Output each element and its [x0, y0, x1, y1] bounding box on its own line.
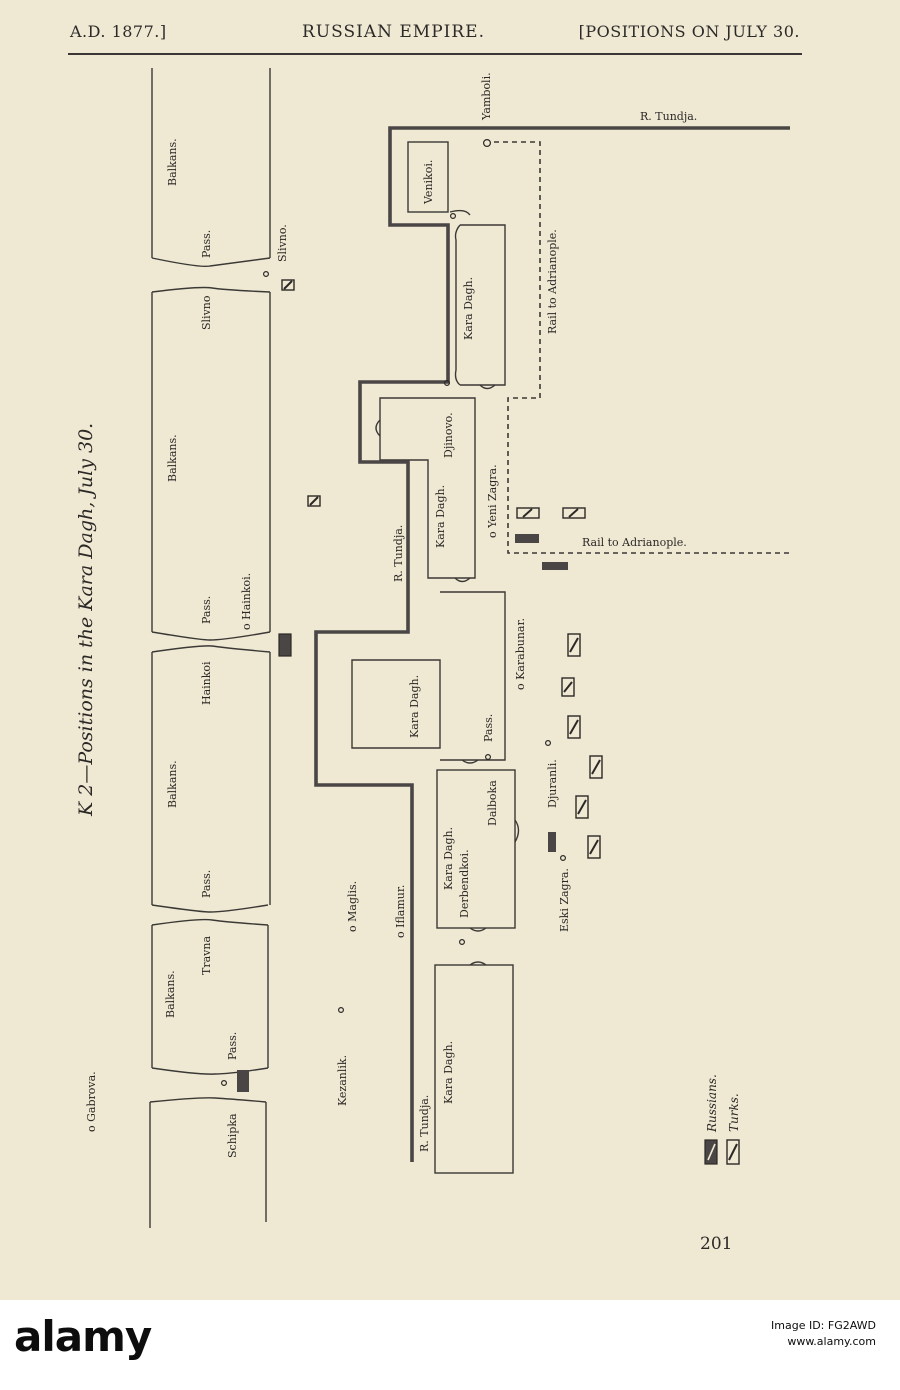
- label-kara-dagh-5: Kara Dagh.: [462, 277, 475, 340]
- label-pass-dalboka: Pass.: [482, 714, 495, 742]
- watermark-bar: alamy Image ID: FG2AWD www.alamy.com: [0, 1300, 900, 1390]
- label-tundja-top: R. Tundja.: [640, 110, 697, 123]
- watermark-info: Image ID: FG2AWD www.alamy.com: [771, 1318, 876, 1350]
- map-page: A.D. 1877.] RUSSIAN EMPIRE. [POSITIONS O…: [0, 0, 900, 1300]
- turk-marker-5: [575, 795, 589, 819]
- russian-marker-schipka: [237, 1070, 249, 1092]
- town-dots: [221, 139, 566, 1086]
- force-markers: [237, 279, 603, 1092]
- label-hainkoi-town: o Hainkoi.: [240, 573, 253, 630]
- turk-marker-yeni-2: [562, 507, 586, 519]
- russian-marker-rail: [542, 562, 568, 570]
- label-pass-schipka: Pass.: [226, 1032, 239, 1060]
- label-tundja-mid: R. Tundja.: [392, 525, 405, 582]
- label-rail-vertical: Rail to Adrianople.: [546, 229, 559, 334]
- legend: Russians. Turks.: [704, 1074, 741, 1165]
- turk-marker-karabunar: [567, 633, 581, 657]
- label-kara-dagh-2: Kara Dagh.: [442, 827, 455, 890]
- turk-marker-1: [307, 495, 321, 507]
- label-tundja-bottom: R. Tundja.: [418, 1095, 431, 1152]
- label-venikoi: Venikoi.: [422, 160, 435, 205]
- legend-turks-label: Turks.: [727, 1093, 741, 1132]
- kara-dagh-range: [351, 141, 516, 1174]
- label-pass-slivno: Pass.: [200, 230, 213, 258]
- rail-line: [494, 141, 790, 554]
- map-title: K 2—Positions in the Kara Dagh, July 30.: [75, 423, 97, 817]
- river-tundja: [314, 126, 790, 1162]
- label-karabunar: o Karabunar.: [514, 618, 527, 690]
- label-yamboli: Yamboli.: [480, 72, 493, 121]
- range-braces: [375, 209, 520, 966]
- russian-marker-yeni: [515, 534, 539, 543]
- turk-marker-3: [567, 715, 581, 739]
- label-kara-dagh-4: Kara Dagh.: [434, 485, 447, 548]
- header-rule: [68, 53, 802, 55]
- label-kara-dagh-1: Kara Dagh.: [442, 1041, 455, 1104]
- label-hainkoi-pass: Hainkoi: [200, 661, 213, 705]
- label-balkans-4: Balkans.: [166, 138, 179, 186]
- label-eski-zagra: Eski Zagra.: [558, 868, 571, 932]
- label-kara-dagh-3: Kara Dagh.: [408, 675, 421, 738]
- turk-marker-2: [561, 677, 575, 697]
- header-section: [POSITIONS ON JULY 30.: [578, 22, 800, 41]
- label-pass-travna: Pass.: [200, 870, 213, 898]
- turk-marker-6: [587, 835, 601, 859]
- legend-turk-marker: [726, 1139, 740, 1165]
- label-derbendkoi: Derbendkoi.: [458, 849, 471, 918]
- label-gabrova: o Gabrova.: [85, 1071, 98, 1132]
- label-slivno-town: Slivno.: [276, 224, 289, 262]
- label-dalboka: Dalboka: [486, 780, 499, 826]
- watermark-site: www.alamy.com: [787, 1335, 876, 1348]
- russian-marker-hainkoi: [278, 633, 292, 657]
- russian-marker-eski: [548, 832, 556, 852]
- legend-russian-marker: [704, 1139, 718, 1165]
- balkans-range: [149, 68, 271, 1228]
- label-djinovo: Djinovo.: [442, 412, 455, 458]
- turk-marker-slivno: [281, 279, 295, 291]
- label-rail-horizontal: Rail to Adrianople.: [582, 536, 687, 549]
- map-labels: K 2—Positions in the Kara Dagh, July 30.…: [75, 72, 697, 1158]
- label-yeni-zagra: o Yeni Zagra.: [486, 464, 499, 538]
- page-number: 201: [700, 1234, 733, 1254]
- label-balkans-2: Balkans.: [166, 760, 179, 808]
- watermark-image-id: Image ID: FG2AWD: [771, 1319, 876, 1332]
- legend-russians-label: Russians.: [705, 1074, 719, 1133]
- label-balkans-3: Balkans.: [166, 434, 179, 482]
- turk-marker-4: [589, 755, 603, 779]
- label-travna: Travna: [200, 936, 213, 975]
- header-year: A.D. 1877.]: [70, 22, 167, 41]
- label-maglis: o Maglis.: [346, 881, 359, 932]
- positions-map: Russians. Turks. K 2—Positions in the Ka…: [75, 68, 790, 1228]
- turk-marker-yeni-1: [516, 507, 540, 519]
- label-slivno-pass: Slivno: [200, 295, 213, 330]
- label-djuranli: Djuranli.: [546, 759, 559, 808]
- watermark-logo: alamy: [14, 1312, 152, 1361]
- label-schipka: Schipka: [226, 1113, 239, 1158]
- page-header: A.D. 1877.] RUSSIAN EMPIRE. [POSITIONS O…: [70, 22, 800, 52]
- label-iflamur: o Iflamur.: [394, 885, 407, 938]
- label-pass-hainkoi: Pass.: [200, 596, 213, 624]
- label-balkans-1: Balkans.: [164, 970, 177, 1018]
- header-title: RUSSIAN EMPIRE.: [302, 22, 485, 42]
- label-kezanlik: Kezanlik.: [336, 1055, 349, 1106]
